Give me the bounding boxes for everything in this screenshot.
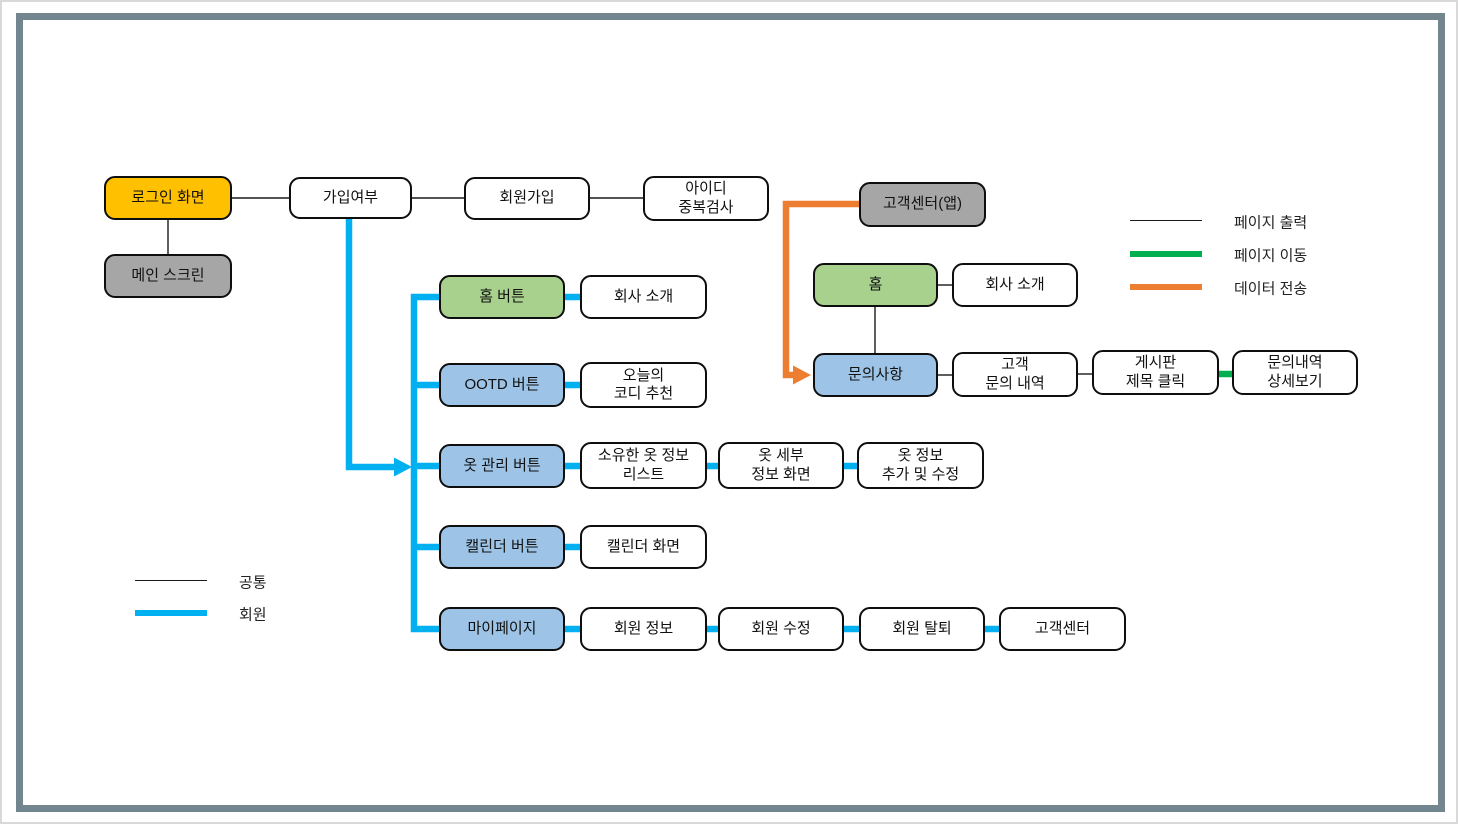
node-member-info: 회원 정보 (580, 607, 707, 651)
node-signup: 회원가입 (464, 177, 590, 220)
member-arrowhead-icon (394, 457, 412, 477)
legend-common-line (135, 580, 207, 582)
legend-data-send-line (1130, 284, 1202, 290)
node-cust-inquiry: 고객 문의 내역 (952, 352, 1078, 397)
legend-data-send-label: 데이터 전송 (1234, 280, 1308, 298)
edge-joincheck-feeder (345, 219, 396, 471)
node-main-screen: 메인 스크린 (104, 254, 232, 298)
node-member-edit: 회원 수정 (718, 607, 844, 651)
node-cs-app: 고객센터(앱) (859, 182, 986, 227)
common-edges (167, 197, 1092, 376)
node-clothes-edit: 옷 정보 추가 및 수정 (857, 442, 984, 489)
node-inquiry-detail: 문의내역 상세보기 (1232, 350, 1358, 395)
node-company-intro-right: 회사 소개 (952, 263, 1078, 307)
node-cs-center: 고객센터 (999, 607, 1126, 651)
node-ootd-reco: 오늘의 코디 추천 (580, 362, 707, 408)
legend-page-output-label: 페이지 출력 (1234, 214, 1308, 232)
node-home: 홈 (813, 263, 938, 307)
legend-page-move-label: 페이지 이동 (1234, 247, 1308, 265)
node-board-click: 게시판 제목 클릭 (1092, 350, 1219, 395)
data-send-edges (782, 200, 859, 379)
node-member-quit: 회원 탈퇴 (859, 607, 985, 651)
node-clothes-list: 소유한 옷 정보 리스트 (580, 442, 707, 489)
node-join-check: 가입여부 (289, 177, 412, 219)
node-home-button: 홈 버튼 (439, 275, 565, 319)
data-send-arrowhead-icon (793, 365, 811, 385)
node-company-intro: 회사 소개 (580, 275, 707, 319)
legend-page-move-line (1130, 251, 1202, 257)
node-calendar-button: 캘린더 버튼 (439, 525, 565, 569)
node-clothes-button: 옷 관리 버튼 (439, 444, 565, 488)
edge-csapp-inquiry (782, 200, 859, 379)
legend-page-output-line (1130, 220, 1202, 222)
node-id-dup-check: 아이디 중복검사 (643, 176, 769, 221)
node-inquiry: 문의사항 (813, 353, 938, 397)
member-edges (345, 219, 999, 633)
node-clothes-detail: 옷 세부 정보 화면 (718, 442, 844, 489)
node-calendar-screen: 캘린더 화면 (580, 525, 707, 569)
node-mypage: 마이페이지 (439, 607, 565, 651)
legend-member-line (135, 610, 207, 616)
legend-common-label: 공통 (239, 574, 267, 592)
node-ootd-button: OOTD 버튼 (439, 363, 565, 407)
node-login-screen: 로그인 화면 (104, 176, 232, 220)
legend-member-label: 회원 (239, 606, 267, 624)
